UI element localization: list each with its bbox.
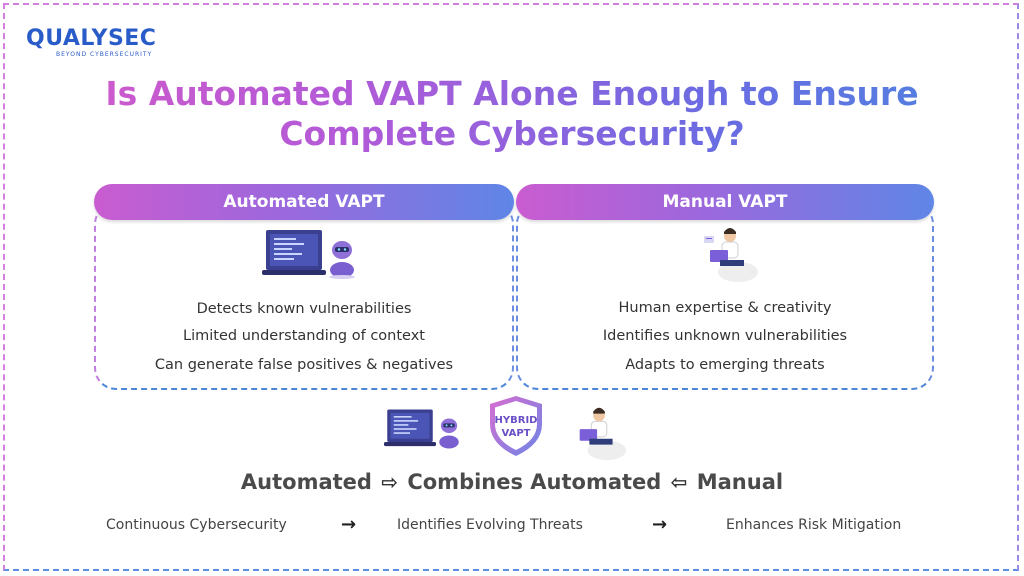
laptop-robot-small-icon — [384, 409, 459, 449]
logo-wordmark: QUALYSEC — [26, 26, 157, 51]
left-arrow-icon: ⇦ — [670, 470, 688, 494]
flow-combines-label: Combines Automated — [407, 470, 662, 494]
arrow-right-icon: → — [341, 514, 357, 535]
automated-vapt-header: Automated VAPT — [94, 184, 514, 220]
manual-vapt-header: Manual VAPT — [516, 184, 934, 220]
hybrid-label-line-1: HYBRID — [494, 415, 538, 426]
logo-tagline: BEYOND CYBERSECURITY — [56, 51, 153, 58]
manual-feature-1: Human expertise & creativity — [618, 300, 832, 316]
flow-manual-label: Manual — [696, 470, 784, 494]
title-line-2: Complete Cybersecurity? — [279, 114, 745, 153]
hybrid-label-line-2: VAPT — [501, 428, 531, 439]
automated-feature-1: Detects known vulnerabilities — [196, 301, 412, 317]
flow-automated-label: Automated — [240, 470, 372, 494]
right-arrow-icon: ⇨ — [381, 470, 399, 494]
manual-feature-3: Adapts to emerging threats — [625, 357, 825, 373]
hybrid-vapt-label: HYBRID VAPT — [486, 414, 546, 440]
qualysec-logo[interactable]: QUALYSEC BEYOND CYBERSECURITY — [26, 26, 157, 59]
laptop-robot-icon — [262, 230, 355, 279]
page-border — [3, 3, 1019, 571]
hybrid-flow: Automated ⇨ Combines Automated ⇦ Manual — [0, 470, 1024, 494]
title-line-1: Is Automated VAPT Alone Enough to Ensure — [105, 74, 919, 113]
automated-feature-3: Can generate false positives & negatives — [154, 357, 454, 373]
person-laptop-small-icon — [579, 407, 627, 461]
page-title: Is Automated VAPT Alone Enough to Ensure… — [0, 74, 1024, 154]
benefit-2: Identifies Evolving Threats — [397, 517, 583, 533]
benefit-3: Enhances Risk Mitigation — [726, 517, 902, 533]
arrow-right-icon: → — [652, 514, 668, 535]
manual-feature-2: Identifies unknown vulnerabilities — [602, 328, 848, 344]
benefit-1: Continuous Cybersecurity — [106, 517, 287, 533]
automated-feature-2: Limited understanding of context — [183, 328, 425, 344]
person-laptop-icon — [704, 228, 758, 282]
hybrid-vapt-shield-icon — [490, 396, 542, 456]
